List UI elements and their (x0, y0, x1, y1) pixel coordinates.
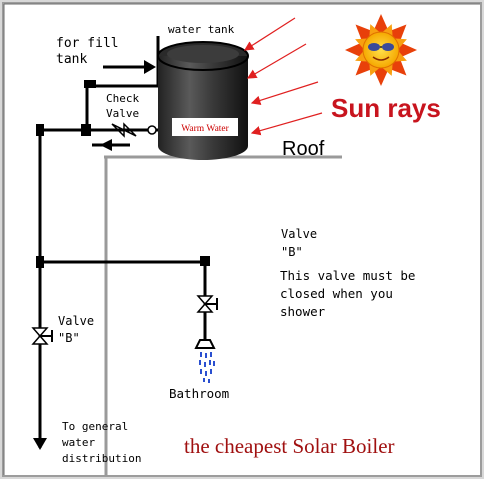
valve-b-left-icon (31, 327, 53, 345)
distribution-label-line2: water (62, 436, 95, 449)
distribution-arrow (33, 438, 47, 450)
return-flow-arrow (100, 139, 112, 151)
warm-water-label: Warm Water (181, 124, 229, 134)
check-valve-label-line1: Check (106, 92, 139, 105)
distribution-label-line1: To general (62, 420, 128, 433)
caption-title: the cheapest Solar Boiler (184, 434, 395, 458)
sun-rays-title: Sun rays (331, 93, 441, 123)
check-valve-label-line2: Valve (106, 107, 139, 120)
shower-note-line2: closed when you (280, 286, 393, 301)
roof-label: Roof (282, 138, 325, 160)
distribution-label-line3: distribution (62, 452, 141, 465)
fill-tank-label-line1: for fill (56, 36, 119, 51)
shower-head-icon (194, 339, 216, 383)
valve-b-left-label-line2: "B" (58, 331, 80, 345)
valve-b-right-label-line1: Valve (281, 227, 317, 241)
fill-arrow (103, 60, 156, 74)
valve-b-right-label-line2: "B" (281, 245, 303, 259)
water-tank-icon (157, 41, 249, 160)
shower-note-line3: shower (280, 304, 326, 319)
sun-with-sunglasses-icon (345, 14, 417, 86)
water-tank-label: water tank (168, 23, 235, 36)
bathroom-label: Bathroom (169, 386, 229, 401)
check-valve-icon (108, 122, 157, 138)
fill-tank-label-line2: tank (56, 52, 87, 67)
shower-valve-icon (196, 295, 218, 313)
sun-ray-arrows (243, 17, 323, 136)
shower-note-line1: This valve must be (280, 268, 415, 283)
valve-b-left-label-line1: Valve (58, 314, 94, 328)
pipe-fittings (36, 80, 210, 268)
